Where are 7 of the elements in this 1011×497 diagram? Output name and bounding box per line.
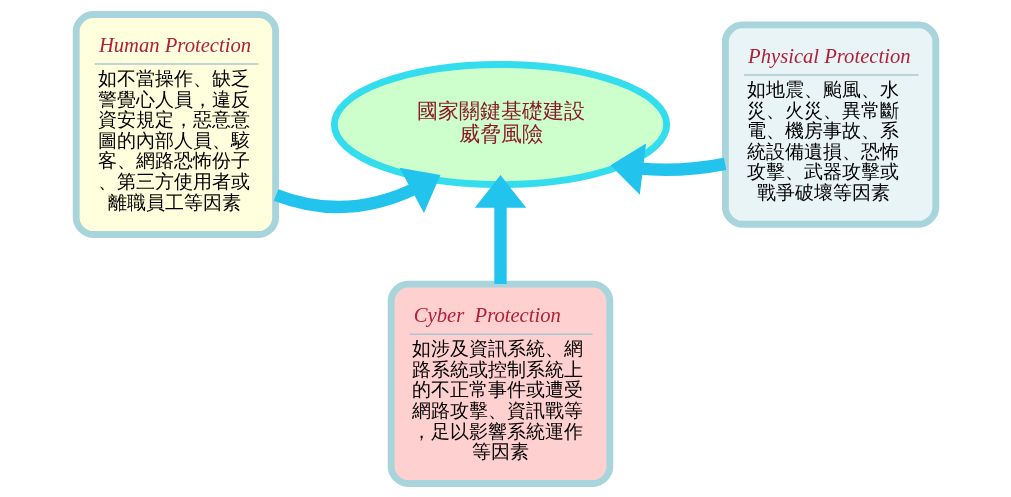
arrow xyxy=(610,143,726,195)
node-box: Human Protection 如不當操作、缺乏警覺心人員，違反資安規定，惡意意圖的內部人員、駭客、網路恐怖份子、第三方使用者或離職員工等因素 xyxy=(72,10,279,238)
arrow xyxy=(273,167,440,213)
node-ellipse: 國家關鍵基礎建設威脅風險 xyxy=(330,60,670,188)
node-box: Cyber Protection 如涉及資訊系統、網路系統或控制系統上的不正常事件或遭受網路攻擊、資訊戰等，足以影響系統運作等因素 xyxy=(387,280,613,487)
arrow xyxy=(474,174,526,284)
node-box: Physical Protection 如地震、颱風、水災、火災、異常斷電、機房事故、系統設備遺損、恐怖攻擊、武器攻擊或戰爭破壞等因素 xyxy=(721,20,939,228)
